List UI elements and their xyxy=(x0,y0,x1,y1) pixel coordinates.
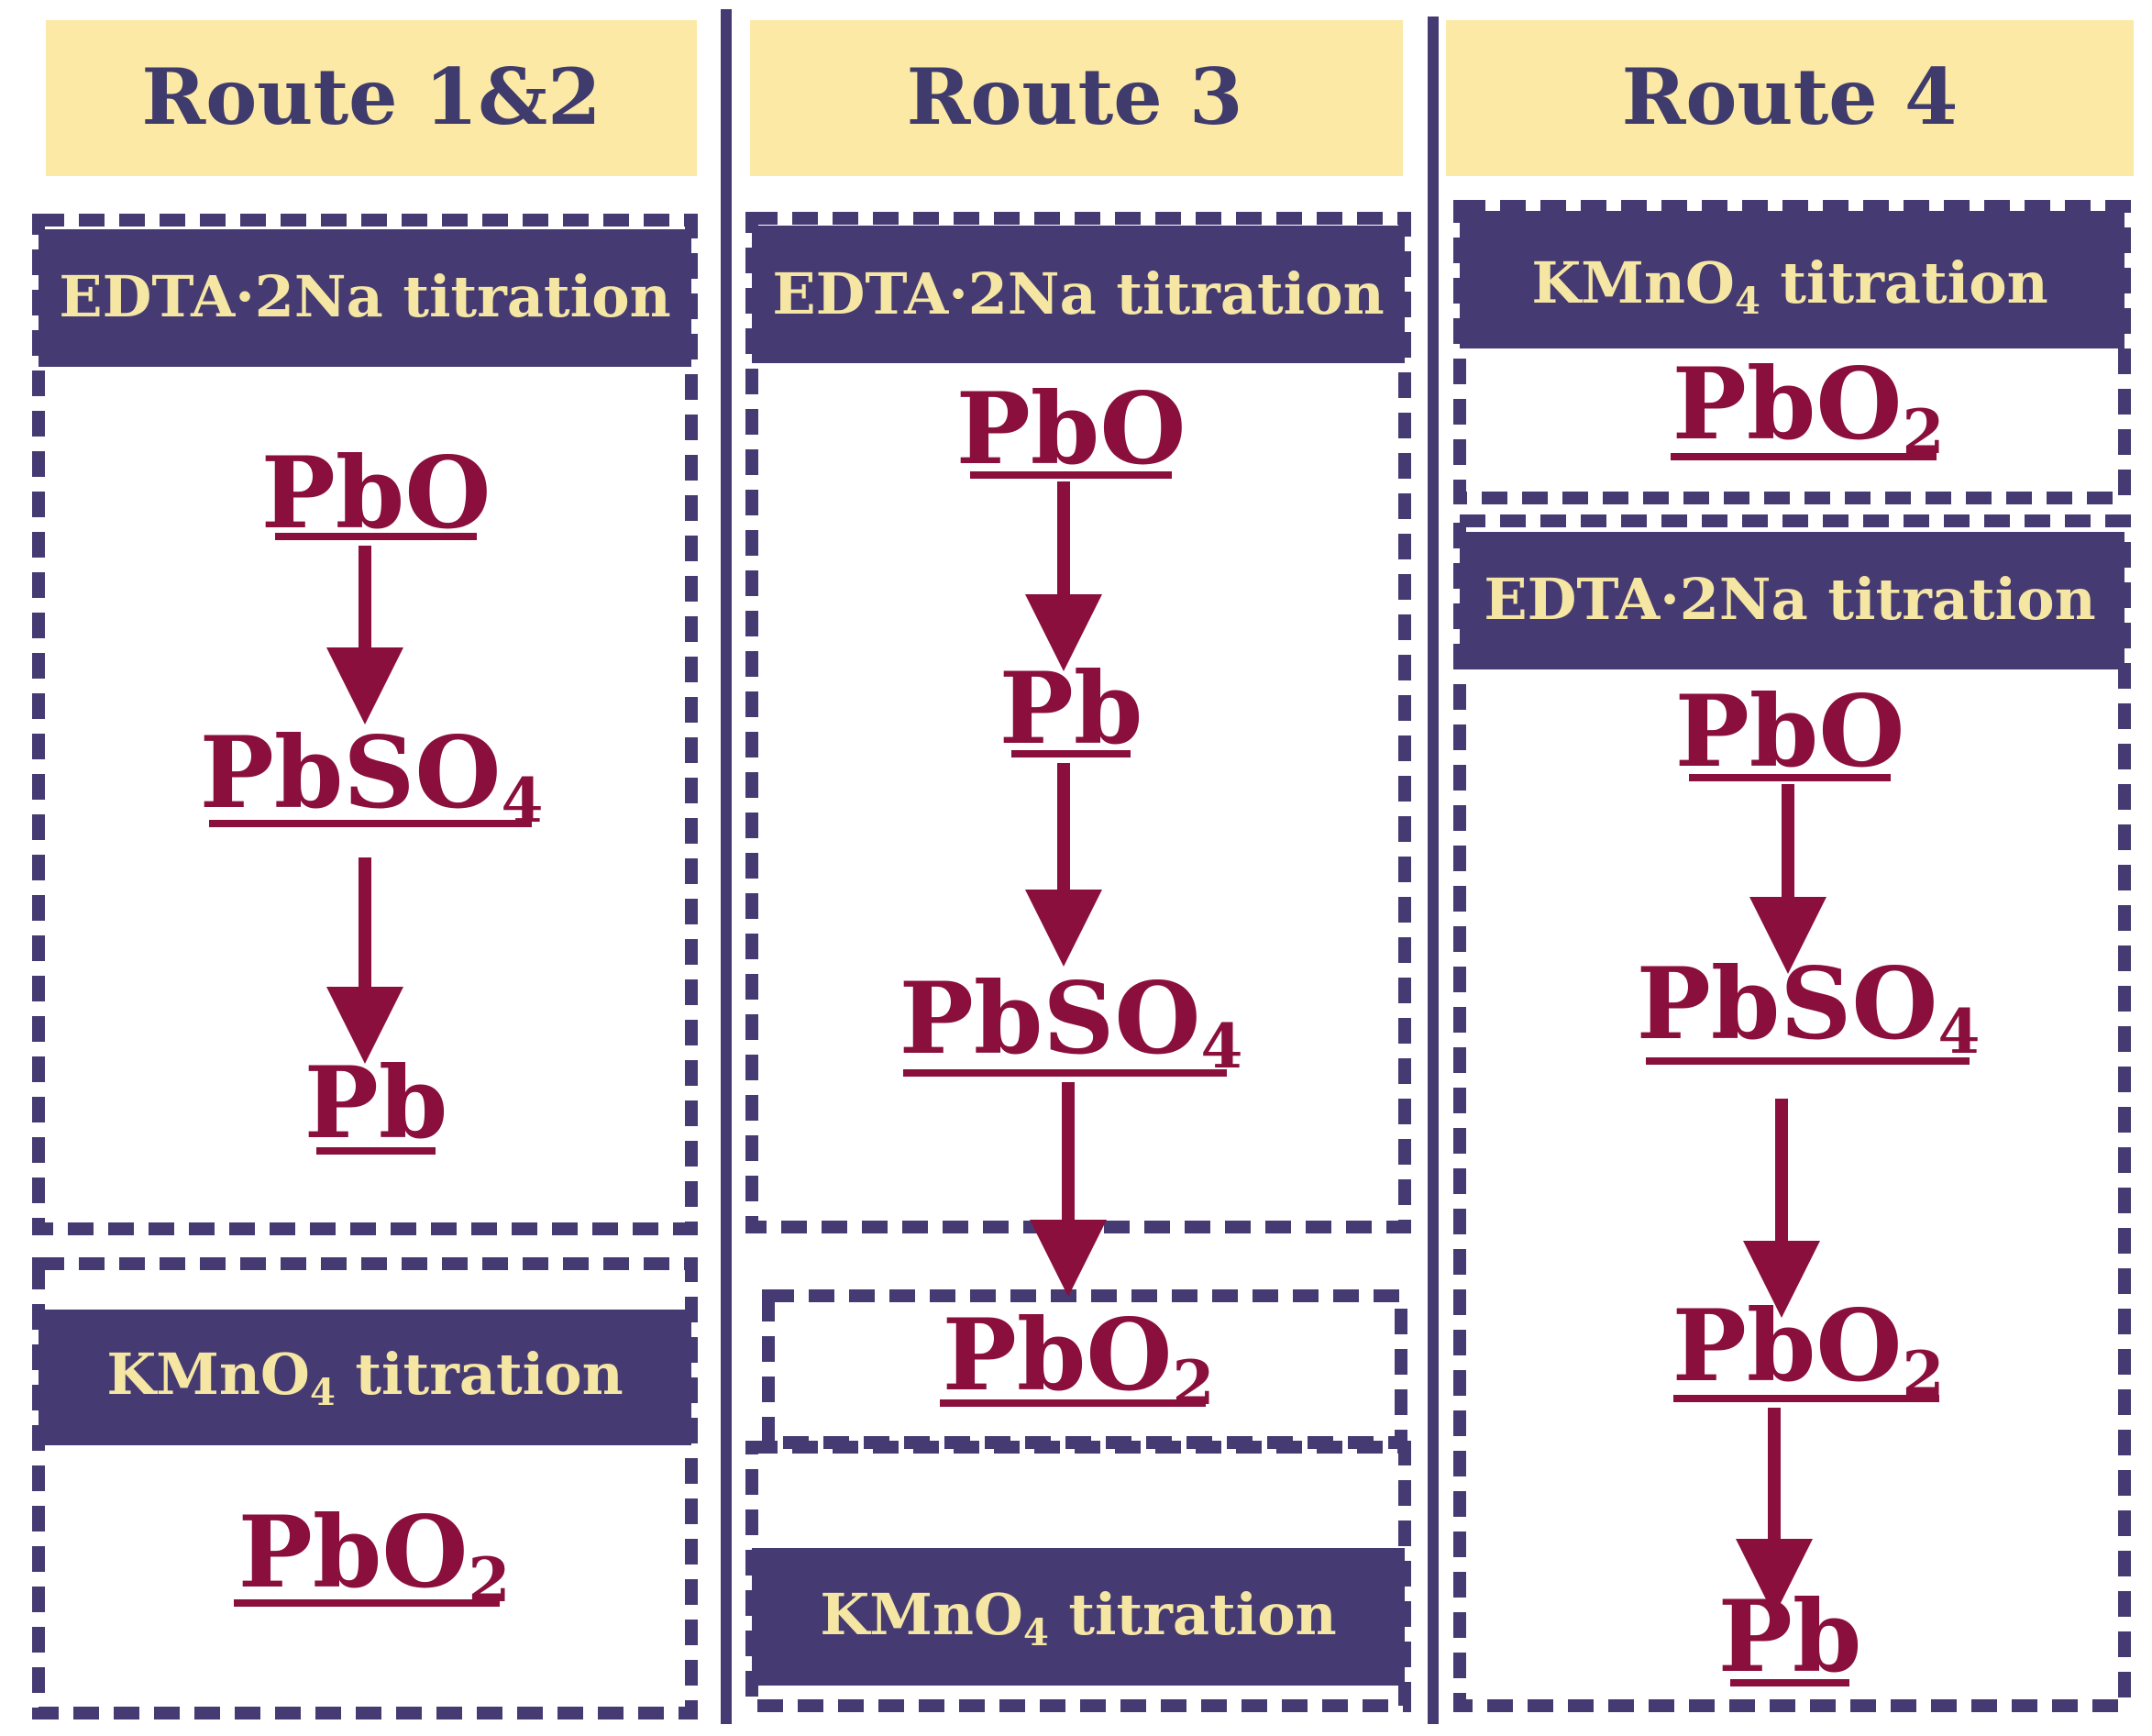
edta-titration-banner xyxy=(1460,532,2124,669)
kmno4-titration-label: KMnO4 titration xyxy=(106,1341,623,1414)
route-title-box xyxy=(750,20,1403,176)
kmno4-section-box xyxy=(1453,200,2131,504)
compound-pbso4: PbSO4 xyxy=(200,715,544,836)
compound-pbo: PbO xyxy=(956,371,1186,487)
edta-titration-banner xyxy=(39,229,691,367)
compound-pbo2: PbO2 xyxy=(238,1495,511,1616)
route-title: Route 4 xyxy=(1622,51,1959,142)
route-3-column: Route 3 EDTA·2Na titration KMnO4 titrati… xyxy=(745,20,1411,1712)
edta-section-box xyxy=(1453,514,2131,1712)
edta-section-box xyxy=(32,214,698,1235)
kmno4-titration-banner xyxy=(752,1548,1405,1686)
kmno4-titration-banner xyxy=(39,1310,691,1445)
route-title: Route 1&2 xyxy=(141,51,601,142)
edta-titration-label: EDTA·2Na titration xyxy=(772,260,1384,327)
route-title-box xyxy=(1446,20,2134,176)
route-title: Route 3 xyxy=(907,51,1243,142)
edta-titration-banner xyxy=(752,226,1405,363)
compound-pbo2: PbO2 xyxy=(1672,1288,1945,1410)
kmno4-titration-banner xyxy=(1460,211,2124,348)
compound-pb: Pb xyxy=(1718,1579,1862,1695)
compound-pbso4: PbSO4 xyxy=(1637,946,1981,1067)
compound-pbso4: PbSO4 xyxy=(899,961,1243,1082)
edta-titration-label: EDTA·2Na titration xyxy=(59,263,670,330)
route-4-column: Route 4 KMnO4 titration EDTA·2Na titrati… xyxy=(1446,20,2134,1712)
route-title-box xyxy=(46,20,697,176)
kmno4-titration-label: KMnO4 titration xyxy=(820,1581,1336,1654)
edta-titration-label: EDTA·2Na titration xyxy=(1484,566,2095,633)
route-1-2-column: Route 1&2 EDTA·2Na titration KMnO4 titra… xyxy=(32,20,698,1719)
compound-pb: Pb xyxy=(304,1045,448,1161)
compound-pbo2: PbO2 xyxy=(943,1298,1215,1419)
kmno4-section-box xyxy=(32,1257,698,1719)
kmno4-titration-label: KMnO4 titration xyxy=(1531,249,2047,323)
compound-pbo2: PbO2 xyxy=(1672,347,1945,468)
compound-pbo: PbO xyxy=(261,436,491,551)
compound-pb: Pb xyxy=(999,651,1143,767)
compound-pbo: PbO xyxy=(1675,674,1905,790)
